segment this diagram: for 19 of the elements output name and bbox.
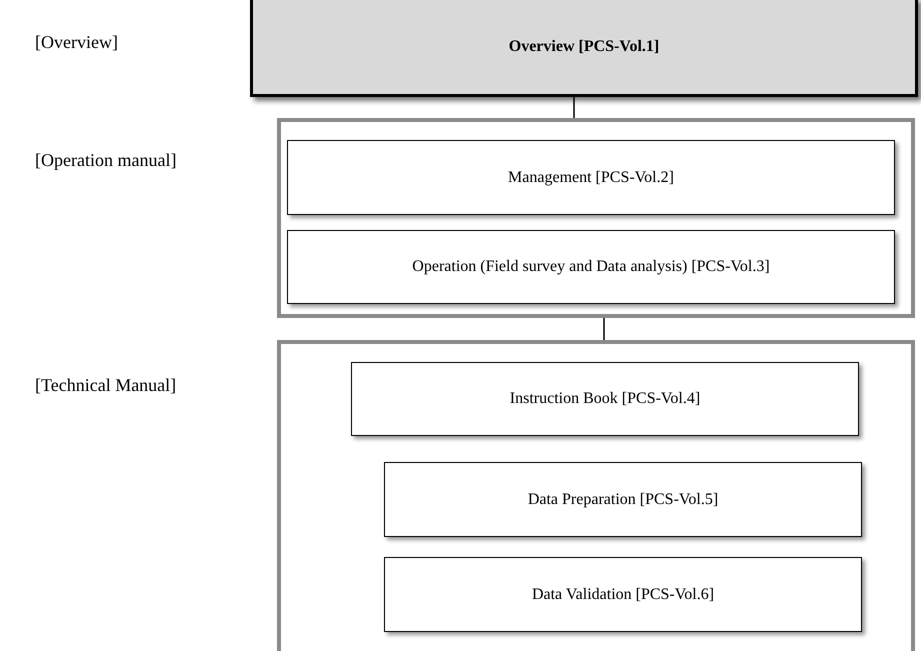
group-frame — [277, 118, 915, 318]
section-label: [Operation manual] — [35, 150, 176, 171]
document-box — [384, 462, 862, 537]
document-box — [351, 362, 859, 436]
box-text: Data Validation [PCS-Vol.6] — [532, 586, 714, 604]
box-text: Management [PCS-Vol.2] — [508, 168, 674, 186]
section-label: [Technical Manual] — [35, 375, 176, 396]
section-label: [Overview] — [35, 32, 118, 53]
document-box — [287, 230, 895, 304]
document-box — [287, 140, 895, 215]
box-text: Operation (Field survey and Data analysis) [PCS-Vol.3] — [412, 258, 770, 276]
box-text: Overview [PCS-Vol.1] — [508, 38, 660, 56]
connector-line — [603, 318, 605, 340]
document-box — [384, 557, 862, 632]
connector-line — [573, 97, 575, 118]
title-box — [250, 0, 918, 97]
group-frame — [277, 340, 915, 651]
box-text: Instruction Book [PCS-Vol.4] — [510, 390, 700, 408]
box-text: Data Preparation [PCS-Vol.5] — [528, 490, 718, 508]
